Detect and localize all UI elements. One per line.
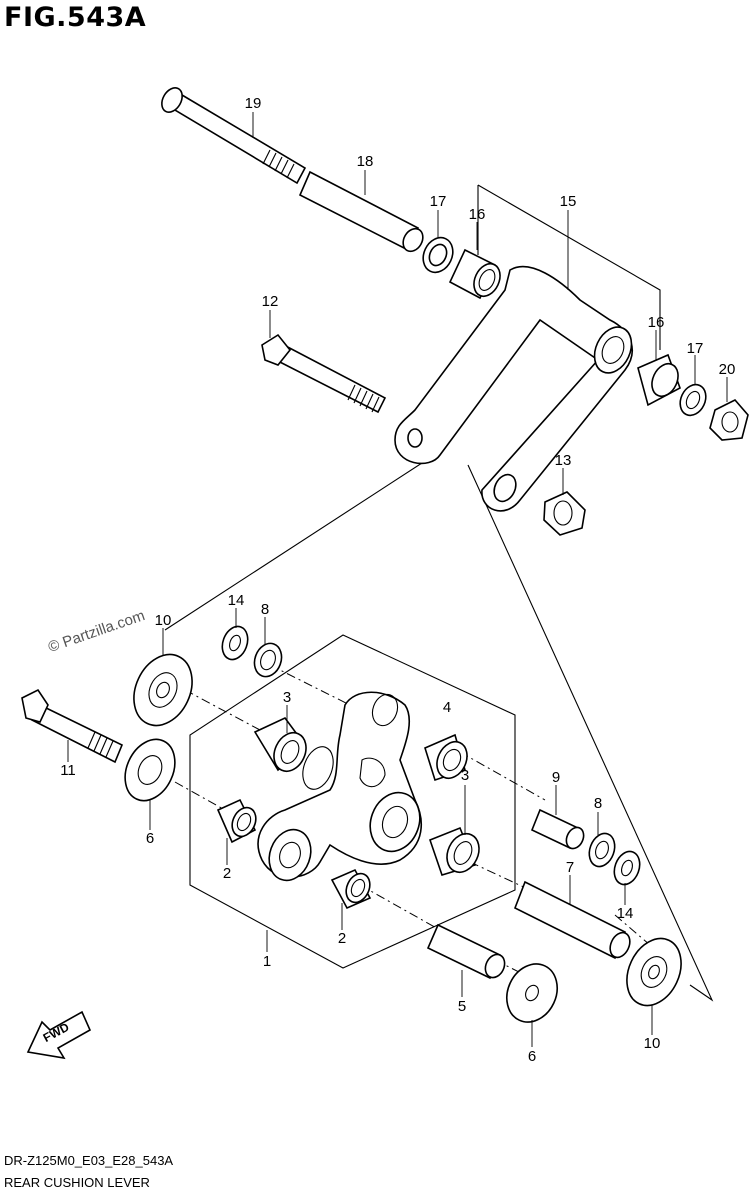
washer-10-upper xyxy=(133,653,193,727)
nut-20 xyxy=(709,399,749,441)
seal-17-right xyxy=(679,383,707,417)
figure-title: FIG.543A xyxy=(4,2,147,33)
bolt-12 xyxy=(261,333,387,414)
callout-labels: 19 18 17 16 15 16 17 20 12 13 14 8 10 4 … xyxy=(60,95,735,1065)
washer-14-upper xyxy=(221,625,249,661)
bearing-16-right xyxy=(637,353,681,407)
callout-17-right: 17 xyxy=(687,340,704,357)
callout-10-upper: 10 xyxy=(155,612,172,629)
callout-2-lower: 2 xyxy=(338,930,346,947)
seal-8-upper xyxy=(253,642,283,678)
diagram-code: DR-Z125M0_E03_E28_543A xyxy=(4,1153,174,1168)
diagram-name: REAR CUSHION LEVER xyxy=(4,1175,150,1190)
callout-7: 7 xyxy=(566,859,574,876)
callout-2-left: 2 xyxy=(223,865,231,882)
callout-3-right: 3 xyxy=(461,767,469,784)
callout-8-upper: 8 xyxy=(261,601,269,618)
sleeve-7 xyxy=(513,880,631,960)
callout-17-upper: 17 xyxy=(430,193,447,210)
callout-4: 4 xyxy=(443,699,451,716)
callout-14-right: 14 xyxy=(617,905,634,922)
callout-16-right: 16 xyxy=(648,314,665,331)
leader-lines xyxy=(67,112,728,1047)
bearing-2-lower xyxy=(330,868,372,910)
cushion-rod-15 xyxy=(394,265,634,512)
callout-6-lower: 6 xyxy=(528,1048,536,1065)
washer-6-left xyxy=(124,738,176,802)
callout-14-upper: 14 xyxy=(228,592,245,609)
callout-6-left: 6 xyxy=(146,830,154,847)
callout-13: 13 xyxy=(555,452,572,469)
bearing-16-upper xyxy=(448,248,501,300)
lever-body-4 xyxy=(257,691,422,882)
callout-15: 15 xyxy=(560,193,577,210)
bearing-3-right-upper xyxy=(424,733,468,782)
bearing-3-upper xyxy=(253,716,307,773)
washer-10-lower xyxy=(626,937,682,1007)
callout-10-lower: 10 xyxy=(644,1035,661,1052)
washer-6-lower xyxy=(506,963,558,1023)
nut-13 xyxy=(543,491,586,536)
fwd-arrow-icon: FWD xyxy=(26,1010,92,1060)
seal-8-right xyxy=(588,832,616,868)
sleeve-5 xyxy=(426,923,506,980)
sleeve-9 xyxy=(530,808,585,850)
callout-9: 9 xyxy=(552,769,560,786)
callout-1: 1 xyxy=(263,953,271,970)
seal-17-upper xyxy=(422,236,454,274)
washer-14-right xyxy=(613,850,641,886)
bearing-2-left xyxy=(216,798,257,844)
callout-3-upper: 3 xyxy=(283,689,291,706)
bearing-3-right-lower xyxy=(428,826,480,876)
reference-outlines xyxy=(164,184,714,1002)
callout-8-right: 8 xyxy=(594,795,602,812)
callout-12: 12 xyxy=(262,293,279,310)
callout-18: 18 xyxy=(357,153,374,170)
callout-20: 20 xyxy=(719,361,736,378)
callout-19: 19 xyxy=(245,95,262,112)
sleeve-18 xyxy=(298,170,424,253)
bolt-11 xyxy=(21,688,124,764)
callout-5: 5 xyxy=(458,998,466,1015)
bolt-19 xyxy=(161,87,307,185)
callout-11: 11 xyxy=(60,762,76,779)
callout-16-upper: 16 xyxy=(469,206,486,223)
